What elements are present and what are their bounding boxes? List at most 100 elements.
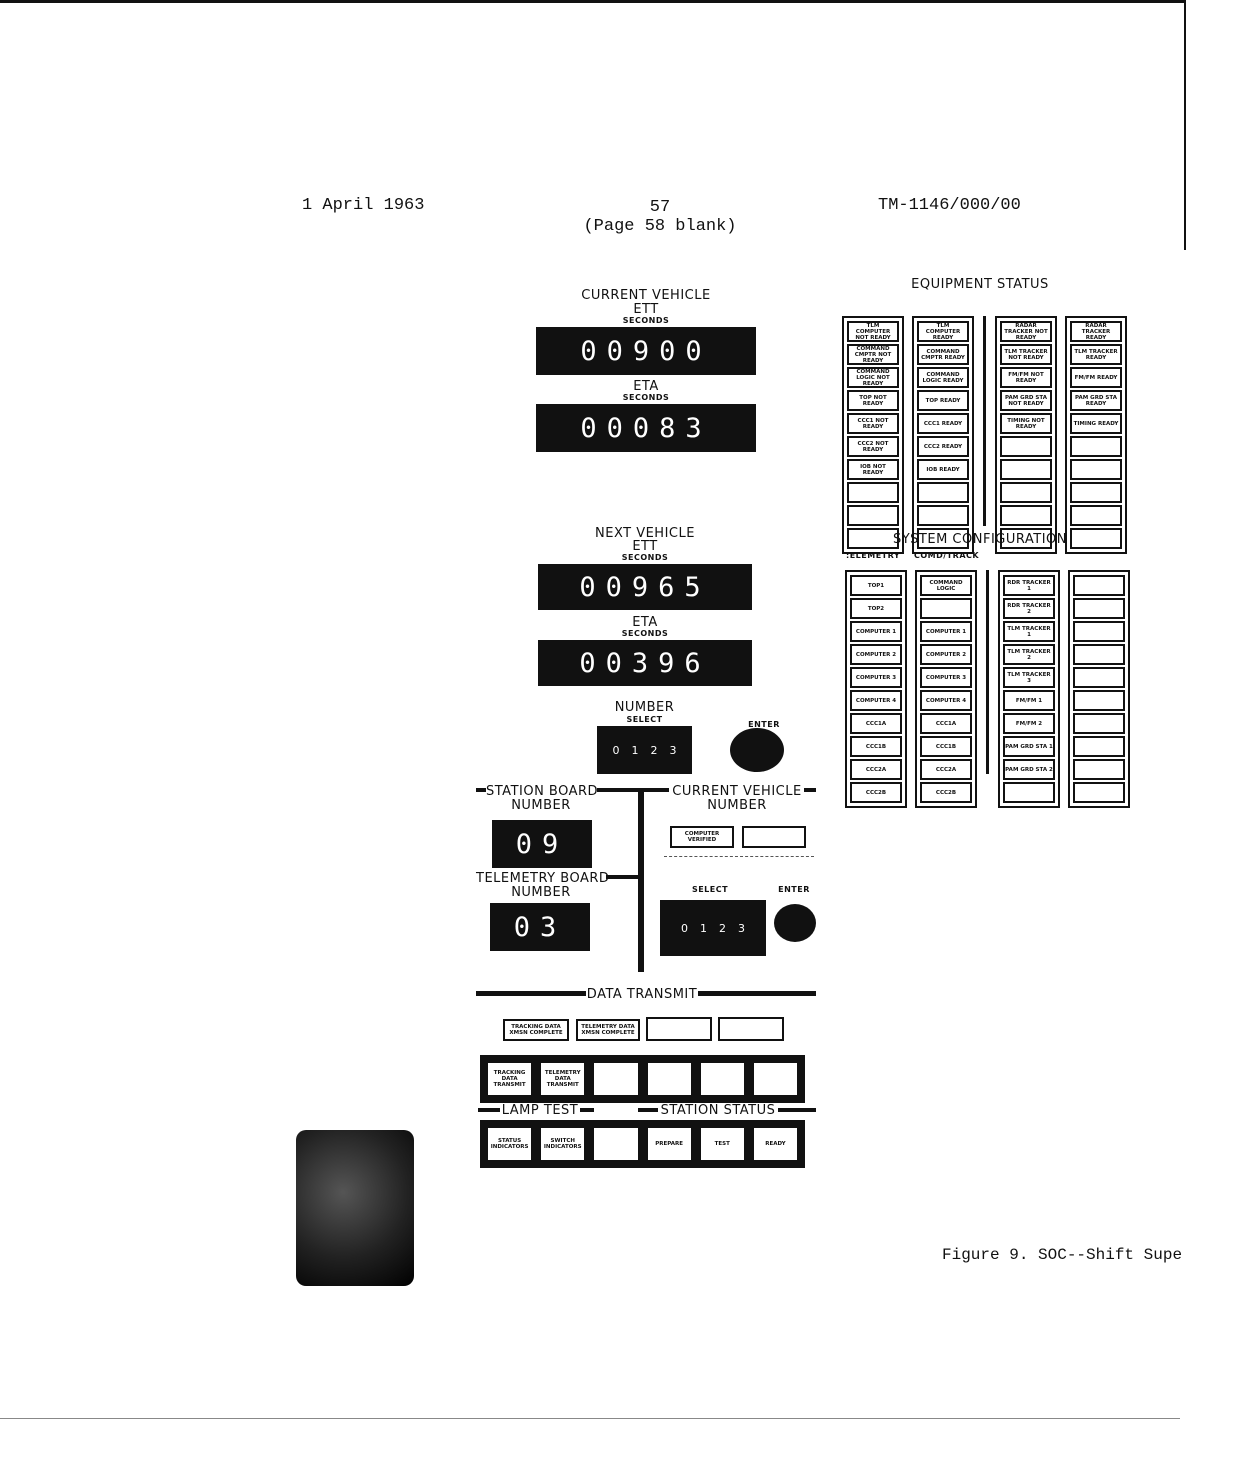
config-switch[interactable]: TOP1 (850, 575, 902, 596)
next-eta-label: ETA (632, 615, 658, 630)
page-number-value: 57 (649, 198, 671, 217)
config-switch[interactable]: CCC2A (850, 759, 902, 780)
status-lamp: CCC1 NOT READY (847, 413, 899, 434)
number-select-thumbwheel[interactable]: 0 1 2 3 (597, 726, 692, 774)
config-switch[interactable]: CCC1B (850, 736, 902, 757)
status-lamp (1000, 459, 1052, 480)
equipment-col-2: TLM COMPUTER READY COMMAND CMPTR READY C… (912, 316, 974, 554)
test-button[interactable]: TEST (698, 1126, 746, 1162)
config-switch[interactable]: RDR TRACKER 2 (1003, 598, 1055, 619)
config-switch[interactable]: TOP2 (850, 598, 902, 619)
current-eta-label: ETA (633, 379, 659, 394)
prepare-button[interactable]: PREPARE (645, 1126, 693, 1162)
config-switch[interactable] (1073, 759, 1125, 780)
status-lamp (917, 482, 969, 503)
status-lamp: TLM COMPUTER NOT READY (847, 321, 899, 342)
rule-right-1 (804, 788, 816, 792)
bottom-rule (0, 1418, 1180, 1419)
status-lamp: TOP NOT READY (847, 390, 899, 411)
number-enter-knob[interactable] (730, 728, 784, 772)
config-switch[interactable] (1073, 575, 1125, 596)
config-switch[interactable]: FM/FM 2 (1003, 713, 1055, 734)
vehicle-number-thumbwheel[interactable]: 0 1 2 3 (660, 900, 766, 956)
next-vehicle-title: NEXT VEHICLE (595, 526, 695, 541)
status-lamp: COMMAND CMPTR NOT READY (847, 344, 899, 365)
config-switch[interactable]: CCC1A (850, 713, 902, 734)
config-switch[interactable]: TLM TRACKER 1 (1003, 621, 1055, 642)
computer-verified-indicator: COMPUTER VERIFIED (670, 826, 734, 848)
config-switch[interactable] (920, 598, 972, 619)
digit: 0 (681, 921, 688, 935)
config-switch[interactable]: CCC2A (920, 759, 972, 780)
rule-lamp-right (580, 1108, 594, 1112)
number-select-sub: SELECT (626, 715, 663, 724)
rule-data-transmit-left (476, 991, 586, 996)
transmit-button-5[interactable] (698, 1061, 746, 1097)
digit: 0 (612, 743, 620, 757)
transmit-button-6[interactable] (751, 1061, 800, 1097)
equipment-status-panel: TLM COMPUTER NOT READY COMMAND CMPTR NOT… (842, 316, 1127, 554)
number-select-title: NUMBER (614, 700, 675, 715)
config-switch[interactable] (1073, 713, 1125, 734)
config-switch[interactable]: CCC2B (920, 782, 972, 803)
config-switch[interactable]: COMPUTER 4 (850, 690, 902, 711)
config-switch[interactable]: COMPUTER 4 (920, 690, 972, 711)
config-switch[interactable] (1073, 782, 1125, 803)
document-date: 1 April 1963 (302, 196, 425, 215)
config-switch[interactable]: COMPUTER 2 (920, 644, 972, 665)
config-switch[interactable]: TLM TRACKER 2 (1003, 644, 1055, 665)
config-switch[interactable] (1073, 644, 1125, 665)
transmit-button-4[interactable] (645, 1061, 693, 1097)
equipment-col-3: RADAR TRACKER NOT READY TLM TRACKER NOT … (995, 316, 1057, 554)
station-board-title: STATION BOARD (486, 784, 599, 799)
digit: 3 (669, 743, 677, 757)
config-switch[interactable] (1073, 667, 1125, 688)
status-lamp (1070, 528, 1122, 549)
digit: 2 (650, 743, 658, 757)
status-lamp (847, 482, 899, 503)
config-switch[interactable] (1073, 690, 1125, 711)
config-switch[interactable] (1073, 736, 1125, 757)
status-lamp: RADAR TRACKER NOT READY (1000, 321, 1052, 342)
config-switch[interactable]: COMPUTER 2 (850, 644, 902, 665)
status-lamp (917, 528, 969, 549)
current-vehicle-section: CURRENT VEHICLE ETT SECONDS 00900 ETA SE… (536, 288, 756, 452)
status-indicators-test-button[interactable]: STATUS INDICATORS (486, 1126, 534, 1162)
config-switch[interactable]: FM/FM 1 (1003, 690, 1055, 711)
config-switch[interactable]: COMPUTER 3 (920, 667, 972, 688)
config-switch[interactable]: COMPUTER 3 (850, 667, 902, 688)
config-col-4 (1068, 570, 1130, 808)
config-switch[interactable]: PAM GRD STA 1 (1003, 736, 1055, 757)
config-switch[interactable]: CCC1B (920, 736, 972, 757)
ready-button[interactable]: READY (751, 1126, 800, 1162)
status-lamp (1070, 482, 1122, 503)
next-eta-display: 00396 (538, 640, 752, 686)
config-switch[interactable]: TLM TRACKER 3 (1003, 667, 1055, 688)
equipment-col-1: TLM COMPUTER NOT READY COMMAND CMPTR NOT… (842, 316, 904, 554)
status-lamp (847, 505, 899, 526)
config-switch[interactable] (1073, 621, 1125, 642)
rule-lamp-left (478, 1108, 500, 1112)
config-switch[interactable]: COMPUTER 1 (850, 621, 902, 642)
vehicle-enter-knob[interactable] (774, 904, 816, 942)
config-switch[interactable]: CCC1A (920, 713, 972, 734)
config-switch[interactable]: COMPUTER 1 (920, 621, 972, 642)
document-id: TM-1146/000/00 (878, 196, 1021, 215)
equipment-status-title: EQUIPMENT STATUS (911, 277, 1049, 292)
config-switch[interactable]: PAM GRD STA 2 (1003, 759, 1055, 780)
current-ett-display: 00900 (536, 327, 756, 375)
config-switch[interactable]: RDR TRACKER 1 (1003, 575, 1055, 596)
switch-indicators-test-button[interactable]: SWITCH INDICATORS (539, 1126, 587, 1162)
config-switch[interactable] (1073, 598, 1125, 619)
config-switch[interactable]: CCC2B (850, 782, 902, 803)
transmit-button-3[interactable] (592, 1061, 640, 1097)
config-switch[interactable] (1003, 782, 1055, 803)
status-lamp (1000, 528, 1052, 549)
telemetry-data-transmit-button[interactable]: TELEMETRY DATA TRANSMIT (539, 1061, 587, 1097)
config-col-3: RDR TRACKER 1 RDR TRACKER 2 TLM TRACKER … (998, 570, 1060, 808)
lamp-test-button-3[interactable] (592, 1126, 640, 1162)
status-lamp (1070, 436, 1122, 457)
tracking-data-transmit-button[interactable]: TRACKING DATA TRANSMIT (486, 1061, 534, 1097)
config-switch[interactable]: COMMAND LOGIC (920, 575, 972, 596)
digit: 1 (700, 921, 707, 935)
